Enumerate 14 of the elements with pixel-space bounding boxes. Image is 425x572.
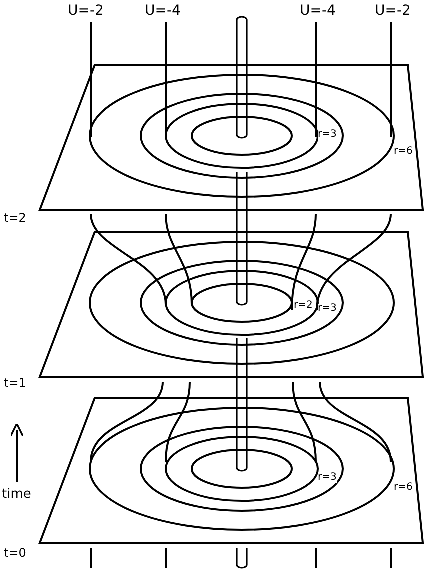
- radius-label: r=2: [294, 301, 313, 311]
- contour-label: U=-4: [145, 4, 181, 18]
- contour-label: U=-2: [68, 4, 104, 18]
- radius-label: r=3: [318, 130, 337, 140]
- contour-label: U=-2: [375, 4, 411, 18]
- time-label: t=0: [4, 547, 26, 559]
- radius-label: r=6: [394, 483, 413, 493]
- radius-label: r=3: [318, 304, 337, 314]
- radius-label: r=3: [318, 473, 337, 483]
- radius-label: r=6: [394, 147, 413, 157]
- contour-label: U=-4: [300, 4, 336, 18]
- time-label: t=2: [4, 212, 26, 224]
- time-label: t=1: [4, 377, 26, 389]
- axis-label: time: [2, 488, 32, 501]
